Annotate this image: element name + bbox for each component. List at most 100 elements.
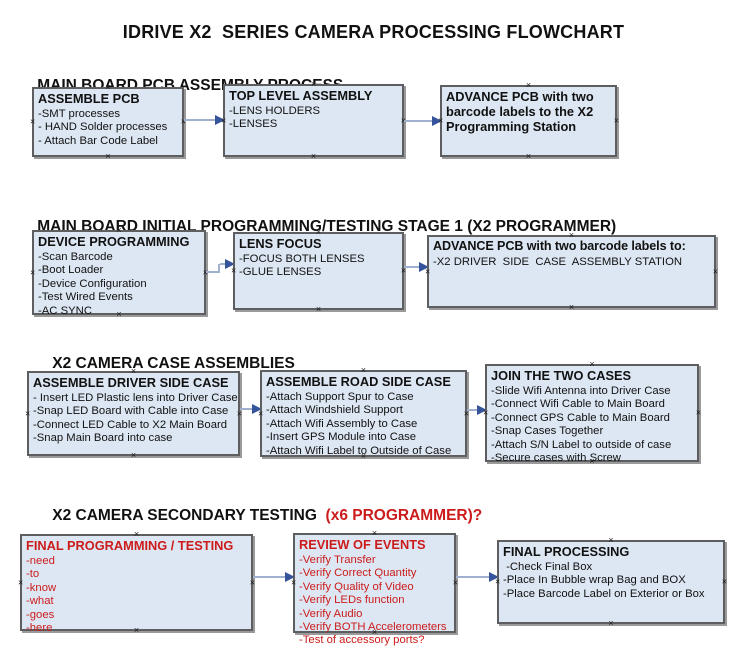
connector-arrow (253, 572, 295, 582)
box-item: -Attach Wifi Label to Outside of Case (266, 444, 452, 457)
arrowhead-icon (285, 572, 295, 582)
box-item: -need (26, 555, 55, 567)
box-item: -LENSES (229, 118, 278, 131)
box-item: - Insert LED Plastic lens into Driver Ca… (33, 392, 238, 404)
box-item: -Scan Barcode (38, 251, 113, 263)
connector-arrow (184, 115, 225, 125)
box-title: TOP LEVEL ASSEMBLY (229, 88, 373, 103)
connection-handle-icon: × (130, 450, 137, 460)
flow-box-advance-pcb-programming-station: ADVANCE PCB with two barcode labels to t… (438, 81, 619, 161)
connection-handle-icon: × (30, 116, 36, 127)
box-title: ASSEMBLE ROAD SIDE CASE (266, 374, 451, 389)
box-item: -Place Barcode Label on Exterior or Box (503, 587, 705, 600)
box-item: -Place In Bubble wrap Bag and BOX (503, 574, 686, 587)
box-item: -Snap Cases Together (491, 425, 604, 438)
box-item: -here (26, 622, 53, 635)
section-header-red-text: (x6 PROGRAMMER)? (325, 507, 483, 524)
connection-handle-icon: × (712, 266, 718, 276)
connector-arrow (467, 405, 487, 415)
box-item: - Attach Bar Code Label (38, 134, 158, 147)
flow-box-final-programming-testing: FINAL PROGRAMMING / TESTING -need -to -k… (18, 530, 255, 635)
box-item: -SMT processes (38, 108, 121, 120)
box-item: -Snap LED Board with Cable into Case (33, 405, 229, 418)
connection-handle-icon: × (249, 577, 255, 587)
box-item: -AC SYNC (38, 304, 92, 317)
box-item: -Verify Transfer (299, 554, 376, 566)
box-item: -LENS HOLDERS (229, 105, 321, 117)
box-item: -Connect GPS Cable to Main Board (491, 411, 670, 424)
connection-handle-icon: × (452, 577, 458, 588)
connection-handle-icon: × (613, 115, 619, 126)
arrowhead-icon (489, 572, 499, 582)
box-item: -Insert GPS Module into Case (266, 431, 417, 444)
box-title: FINAL PROCESSING (503, 544, 630, 559)
box-item: -what (26, 595, 54, 608)
connection-handle-icon: × (568, 302, 575, 312)
section-header-text: X2 CAMERA SECONDARY TESTING (52, 507, 326, 524)
connection-handle-icon: × (18, 577, 24, 587)
flow-box-review-of-events: REVIEW OF EVENTS -Verify Transfer -Verif… (291, 529, 458, 647)
box-item: -Connect LED Cable to X2 Main Board (33, 418, 228, 431)
box-title: FINAL PROGRAMMING / TESTING (26, 538, 234, 553)
box-item: -Verify Correct Quantity (299, 567, 417, 580)
box-item: -X2 DRIVER SIDE CASE ASSEMBLY STATION (433, 256, 683, 268)
connection-handle-icon: × (608, 618, 614, 628)
box-title: ADVANCE PCB with two barcode labels to: (433, 239, 686, 253)
box-item: -Connect Wifi Cable to Main Board (491, 398, 665, 411)
flow-box-final-processing: FINAL PROCESSING -Check Final Box -Place… (495, 536, 727, 628)
flow-box-join-the-two-cases: JOIN THE TWO CASES -Slide Wifi Antenna i… (483, 360, 701, 466)
connection-handle-icon: × (25, 408, 31, 418)
box-item: -Verify Audio (299, 607, 363, 620)
flow-box-device-programming: DEVICE PROGRAMMING -Scan Barcode -Boot L… (30, 226, 208, 319)
flowchart-title: IDRIVE X2 SERIES CAMERA PROCESSING FLOWC… (122, 22, 625, 42)
box-item: -Verify LEDs function (299, 594, 405, 607)
box-item: -GLUE LENSES (239, 266, 322, 279)
section-header-case-assemblies: X2 CAMERA CASE ASSEMBLIES (35, 337, 295, 391)
box-item: -Attach Support Spur to Case (266, 391, 414, 403)
box-item: -Verify BOTH Accelerometers (299, 621, 447, 634)
connection-handle-icon: × (310, 151, 317, 161)
connection-handle-icon: × (695, 407, 701, 418)
box-item: -Verify Quality of Video (299, 580, 414, 593)
arrowhead-icon (477, 405, 487, 415)
connection-handle-icon: × (525, 151, 532, 161)
arrowhead-icon (225, 259, 235, 269)
box-item: -Boot Loader (38, 264, 104, 277)
box-item: -Attach Windshield Support (266, 404, 403, 417)
box-title: REVIEW OF EVENTS (299, 537, 426, 552)
arrowhead-icon (432, 116, 442, 126)
flow-box-assemble-road-side-case: ASSEMBLE ROAD SIDE CASE -Attach Support … (258, 366, 469, 461)
section-header-text: X2 CAMERA CASE ASSEMBLIES (52, 355, 295, 372)
box-item: -to (26, 568, 40, 581)
flow-box-lens-focus: LENS FOCUS -FOCUS BOTH LENSES -GLUE LENS… (231, 228, 406, 314)
box-item: -Slide Wifi Antenna into Driver Case (491, 385, 671, 397)
connector-arrow (456, 572, 499, 582)
connection-handle-icon: × (721, 576, 727, 587)
connection-handle-icon: × (105, 151, 111, 161)
box-title: LENS FOCUS (239, 236, 322, 251)
section-header-secondary-testing: X2 CAMERA SECONDARY TESTING (x6 PROGRAMM… (35, 489, 482, 543)
box-title: JOIN THE TWO CASES (491, 368, 632, 383)
box-item: -FOCUS BOTH LENSES (239, 253, 365, 265)
box-item: -Secure cases with Screw (491, 452, 621, 465)
box-item: -Test Wired Events (38, 291, 133, 304)
connector-elbow-segment (218, 264, 220, 273)
box-title: DEVICE PROGRAMMING (38, 234, 190, 249)
arrowhead-icon (215, 115, 225, 125)
box-item: -know (26, 581, 57, 594)
connection-handle-icon: × (30, 267, 36, 277)
box-item: -Test of accessory ports? (299, 634, 425, 647)
flow-box-top-level-assembly: TOP LEVEL ASSEMBLY -LENS HOLDERS -LENSES… (221, 80, 406, 161)
connection-handle-icon: × (236, 408, 242, 418)
connector-arrow (220, 259, 235, 269)
arrowhead-icon (252, 404, 262, 414)
flow-box-assemble-driver-side-case: ASSEMBLE DRIVER SIDE CASE - Insert LED P… (25, 367, 242, 460)
connector-arrow (404, 262, 429, 272)
connector-arrow (240, 404, 262, 414)
box-item: -goes (26, 608, 55, 621)
box-item: -Check Final Box (503, 561, 593, 573)
flow-box-assemble-pcb: ASSEMBLE PCB -SMT processes - HAND Solde… (30, 83, 186, 161)
connection-handle-icon: × (315, 304, 322, 314)
box-item: -Attach S/N Label to outside of case (491, 438, 672, 451)
